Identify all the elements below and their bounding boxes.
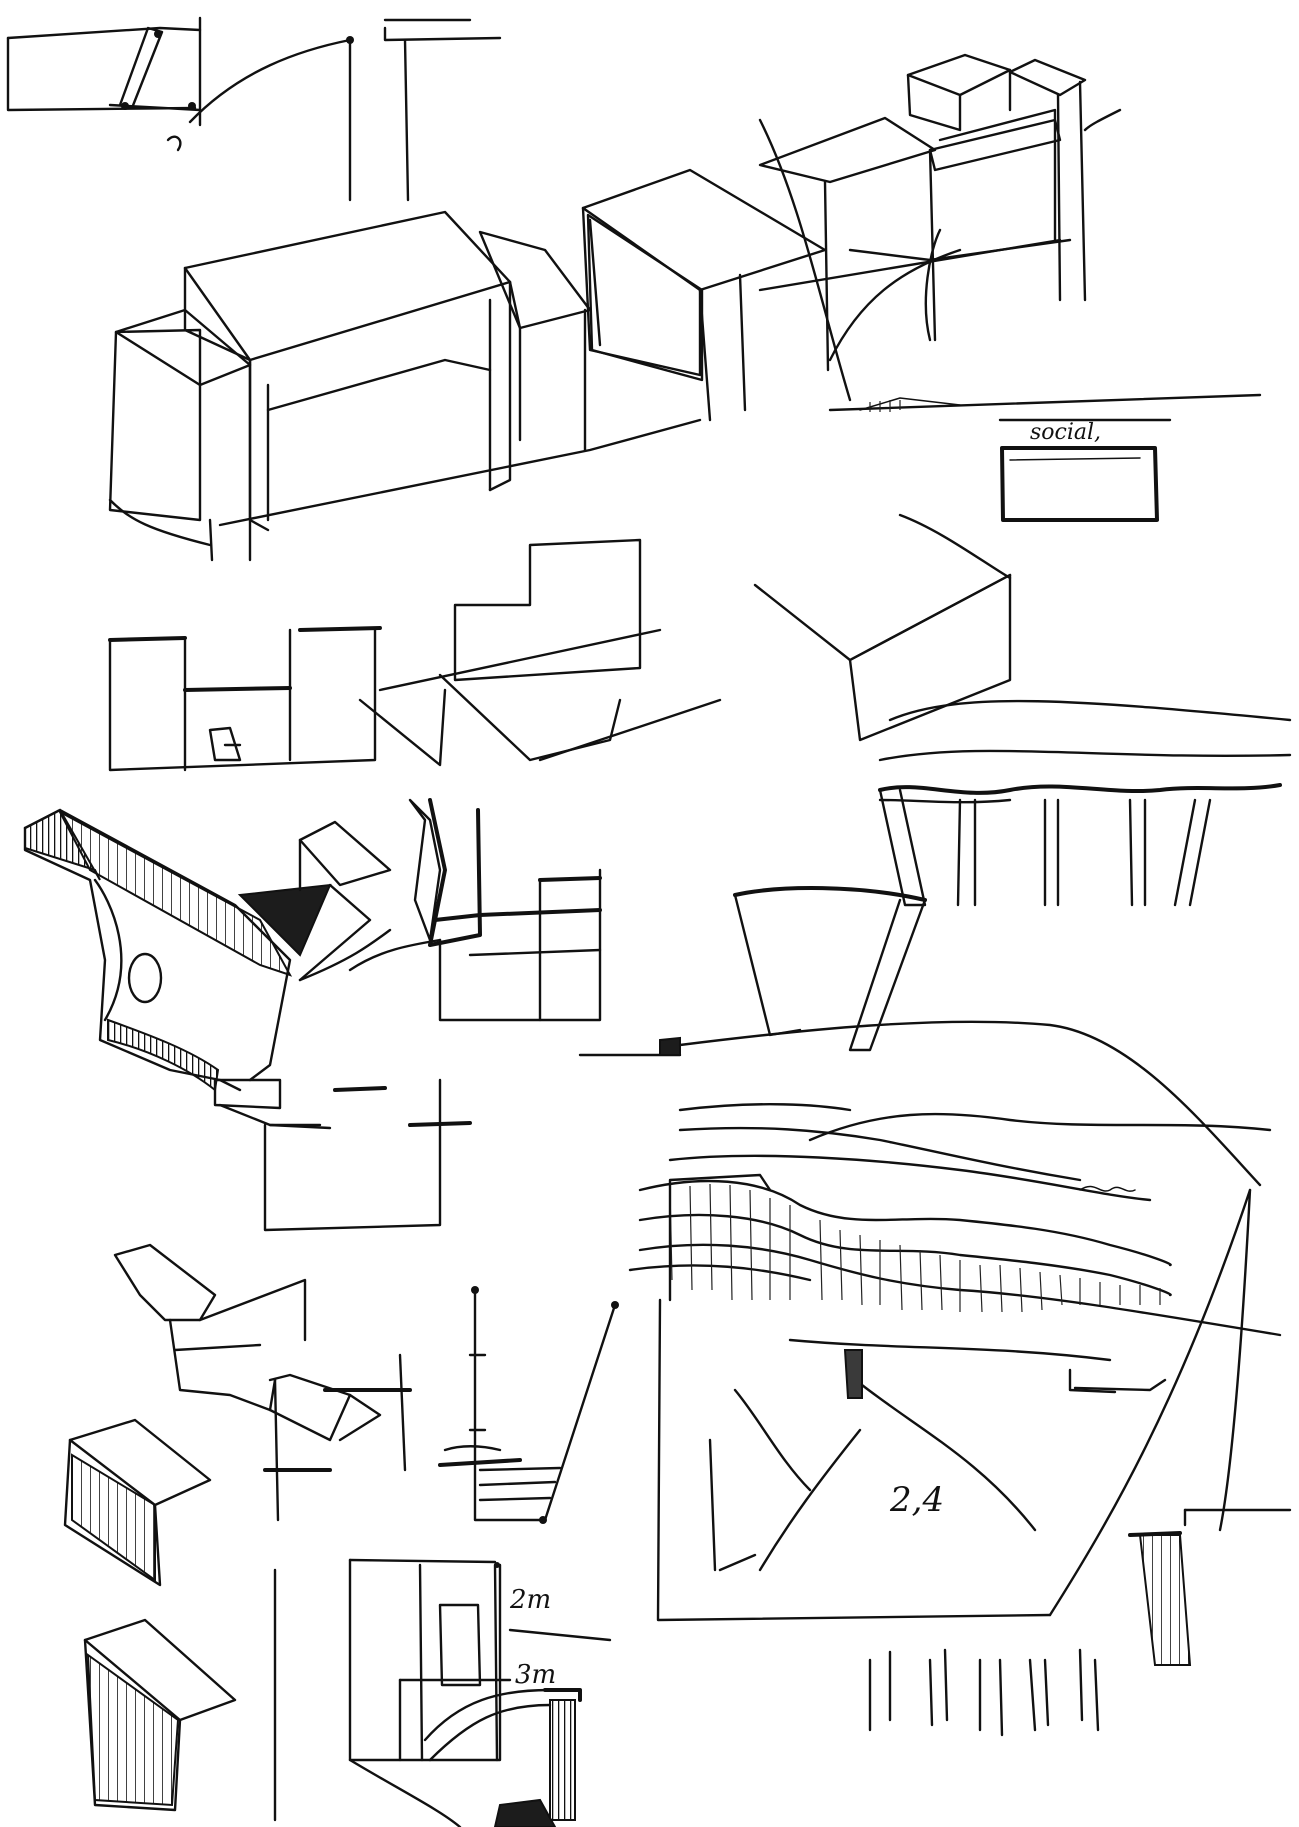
sketch-fold-studies (63, 1243, 412, 1812)
social-label: social, (1030, 420, 1102, 445)
dimension-3m-label: 3m (515, 1660, 557, 1690)
social-note (998, 418, 1172, 522)
sketch-landscape (438, 1020, 1282, 1622)
sketch-corner-detail (6, 16, 502, 202)
sketch-building-perspective (108, 53, 1262, 562)
sketch-curved-facade (733, 513, 1292, 1052)
sketch-column-study (868, 1508, 1292, 1737)
sketch-stepped-sections (108, 538, 722, 772)
sketch-folded-plan (23, 798, 602, 1232)
sketch-dimension-study (273, 1558, 612, 1827)
dimension-2m-label: 2m (510, 1585, 552, 1615)
figure-label: 2,4 (890, 1480, 945, 1520)
